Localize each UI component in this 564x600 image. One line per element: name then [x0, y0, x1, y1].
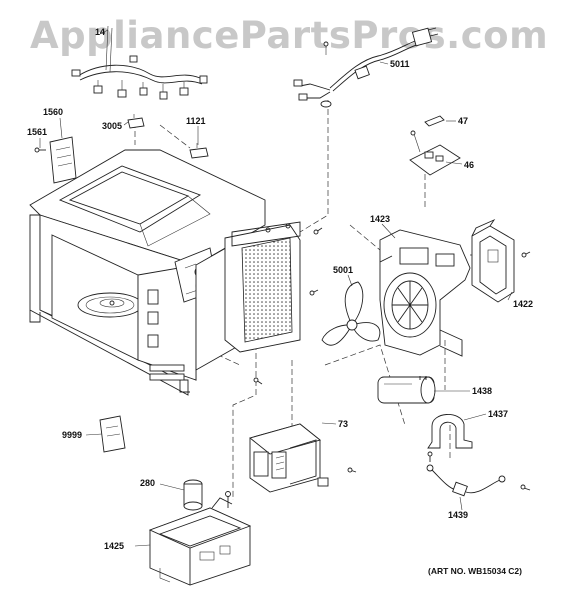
label-part-1438: 1438: [472, 386, 493, 396]
label-part-9999: 9999: [62, 430, 83, 440]
label-part-1121: 1121: [186, 116, 206, 126]
label-part-1425: 1425: [104, 541, 125, 551]
label-card: [49, 136, 77, 184]
circuit-board: [409, 130, 461, 176]
label-part-1439: 1439: [448, 510, 469, 520]
transformer: [249, 423, 329, 493]
fan-blade: [321, 281, 381, 346]
label-part-280: 280: [140, 478, 156, 488]
watermark: AppliancePartsPros.com: [30, 14, 549, 57]
label-part-3005: 3005: [102, 121, 123, 131]
label-part-5001: 5001: [333, 265, 354, 275]
label-part-5011: 5011: [390, 59, 410, 69]
leader-lines: [39, 29, 513, 547]
power-cord: [293, 27, 439, 108]
label-part-1560: 1560: [43, 107, 64, 117]
label-part-47: 47: [458, 116, 469, 126]
label-part-1437: 1437: [488, 409, 509, 419]
label-part-46: 46: [464, 160, 475, 170]
waveguide-panel: [224, 221, 301, 353]
fuse-holder: [183, 479, 203, 511]
label-part-1422: 1422: [513, 299, 534, 309]
capacitor-bracket: [427, 414, 473, 449]
label-part-73: 73: [338, 419, 349, 429]
diode: [426, 464, 506, 497]
art-number: (ART NO. WB15034 C2): [428, 566, 522, 576]
instruction-card: [99, 415, 126, 453]
bracket-panel: [471, 218, 515, 303]
wire-harness: [71, 25, 208, 100]
clips: [127, 114, 209, 159]
label-part-1561: 1561: [27, 127, 48, 137]
capacitor: [377, 376, 436, 404]
label-part-14: 14: [95, 27, 106, 37]
fan-housing: [379, 229, 471, 357]
label-part-1423: 1423: [370, 214, 391, 224]
sensor: [424, 115, 445, 127]
base-tray: [148, 497, 252, 586]
